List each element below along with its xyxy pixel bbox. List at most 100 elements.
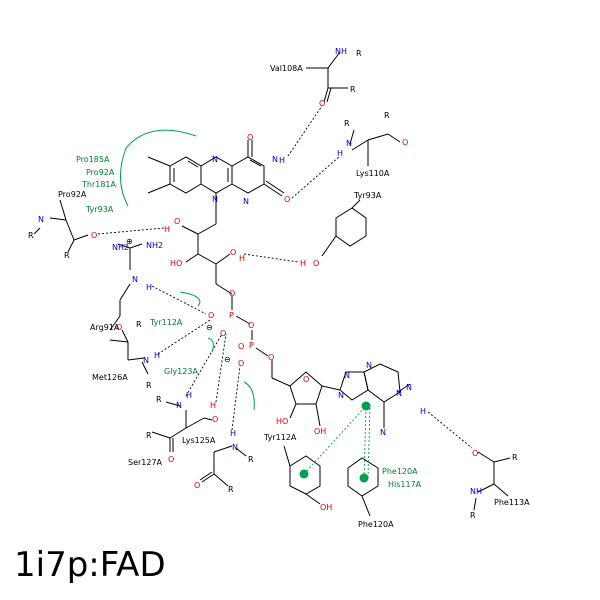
atom-o4: O xyxy=(247,133,253,142)
hydrophobic-label-phe120: Phe120A xyxy=(382,467,418,476)
atom-h-o4-ribityl: H xyxy=(239,254,245,263)
atom-o5-ribityl: O xyxy=(229,289,235,298)
residue-tyr112: Tyr112A OH xyxy=(263,433,332,512)
met126-r1: R xyxy=(136,320,142,329)
atom-o-p1a: O xyxy=(208,311,214,320)
atom-n5: N xyxy=(212,155,218,164)
hydrophobic-label-pro92: Pro92A xyxy=(86,168,115,177)
atom-ho2-ribose: HO xyxy=(276,417,288,426)
atom-h-o2-ribityl: H xyxy=(164,225,170,234)
atom-o-bridge: O xyxy=(248,321,254,330)
tyr93-h: H xyxy=(300,259,306,268)
residue-label-ser127: Ser127A xyxy=(128,458,163,467)
residue-label-tyr93: Tyr93A xyxy=(353,191,382,200)
atom-n6: N xyxy=(396,389,402,398)
atom-o-p1b: O xyxy=(220,329,226,338)
lys125-h: H xyxy=(186,391,192,400)
hydrophobic-arc-phosphate xyxy=(243,381,255,411)
residue-arg91: NH2 NH2 ⊕ N H Arg91A xyxy=(90,237,163,332)
atom-h-nh2-adenine: H xyxy=(420,407,426,416)
lys110-o: O xyxy=(402,138,408,147)
atom-charge-p1: ⊖ xyxy=(206,323,213,332)
ser127-r1: R xyxy=(248,455,254,464)
pi-centroid-phe120 xyxy=(359,473,369,483)
met126-r2: R xyxy=(146,381,152,390)
pro92-n: N xyxy=(38,215,44,224)
pro92-r2: R xyxy=(64,251,70,260)
phe113-o: O xyxy=(472,449,478,458)
ser127-o: O xyxy=(194,481,200,490)
met126-n: N xyxy=(143,356,149,365)
pi-contacts xyxy=(299,401,371,483)
hydrophobic-label-tyr93: Tyr93A xyxy=(85,205,114,214)
hydrophobic-arc-gly123 xyxy=(207,337,214,353)
lys125-r2: R xyxy=(146,431,152,440)
residue-lys110: R R O N H Lys110A xyxy=(337,111,408,178)
tyr112-oh: OH xyxy=(320,503,332,512)
arg91-n: N xyxy=(132,275,138,284)
atom-p2: P xyxy=(249,341,254,350)
ligand-atom-labels: N N N N H O O O H HO O H O P O ⊖ O O P O… xyxy=(164,133,426,437)
fad-ligand xyxy=(147,140,411,428)
lys125-n: N xyxy=(176,401,182,410)
ser127-h: H xyxy=(230,429,236,438)
lys125-o: O xyxy=(168,455,174,464)
residue-label-pro92: Pro92A xyxy=(58,190,87,199)
residue-phe113: O R NH R Phe113A xyxy=(470,449,530,520)
hydrogen-bonds xyxy=(97,105,473,449)
met126-o: O xyxy=(116,323,122,332)
atom-o5-ribose: O xyxy=(268,353,274,362)
pi-centroid-tyr112 xyxy=(299,469,309,479)
atom-charge-p2: ⊖ xyxy=(224,355,231,364)
atom-o-p2a: O xyxy=(238,342,244,351)
atom-o-p2b: O xyxy=(238,359,244,368)
atom-n3-adenine: N xyxy=(380,428,386,437)
atom-o4-ribose: O xyxy=(303,375,309,384)
residue-label-arg91: Arg91A xyxy=(90,323,120,332)
residue-tyr93: Tyr93A H O xyxy=(300,191,382,268)
atom-n3: N xyxy=(272,155,278,164)
phe113-nh: NH xyxy=(470,487,482,496)
phe113-r2: R xyxy=(470,511,476,520)
ser127-n: N xyxy=(232,443,238,452)
hydrophobic-contacts: Pro185A Pro92A Thr181A Tyr93A Tyr112A Gl… xyxy=(76,129,422,489)
atom-nh2-adenine: N xyxy=(406,383,412,392)
pi-centroid-adenine xyxy=(361,401,371,411)
hydrophobic-label-thr181: Thr181A xyxy=(81,180,117,189)
arg91-nh2-left: NH2 xyxy=(112,243,129,252)
atom-n7: N xyxy=(344,371,350,380)
lys110-r2: R xyxy=(384,111,390,120)
ligand-caption: 1i7p:FAD xyxy=(14,545,166,585)
met126-h: H xyxy=(154,351,160,360)
val108-r2: R xyxy=(350,85,356,94)
residue-met126: R O N H R Met126A xyxy=(92,320,160,390)
residue-pro92: Pro92A N R O R xyxy=(28,190,97,260)
atom-oh3-ribose: OH xyxy=(314,427,326,436)
atom-o2: O xyxy=(284,195,290,204)
hydrophobic-label-pro185: Pro185A xyxy=(76,155,110,164)
atom-n1: N xyxy=(243,197,249,206)
tyr93-o: O xyxy=(313,259,319,268)
atom-ho3-ribityl: HO xyxy=(170,259,182,268)
arg91-nh2-right: NH2 xyxy=(146,241,163,250)
residue-label-met126: Met126A xyxy=(92,373,128,382)
val108-nh: NH xyxy=(335,47,347,56)
lys125-o-side: O xyxy=(212,415,218,424)
residue-lys125: R N H O H R O Lys125A Ser127A xyxy=(128,391,218,467)
atom-n9: N xyxy=(338,391,344,400)
pro92-r1: R xyxy=(28,231,34,240)
val108-o: O xyxy=(319,99,325,108)
residue-label-lys125: Lys125A xyxy=(182,436,216,445)
residue-label-val108: Val108A xyxy=(270,64,303,73)
hydrophobic-label-gly123: Gly123A xyxy=(164,367,198,376)
residue-val108: Val108A NH R R O xyxy=(270,47,362,108)
atom-n10: N xyxy=(212,195,218,204)
atom-h3: H xyxy=(279,156,285,165)
hydrophobic-label-his117: His117A xyxy=(388,480,422,489)
hydrophobic-label-tyr112: Tyr112A xyxy=(149,318,183,327)
atom-o2-ribityl: O xyxy=(174,217,180,226)
hydrophobic-arc-flavin xyxy=(120,129,197,207)
val108-r1: R xyxy=(356,49,362,58)
ser127-r2: R xyxy=(228,485,234,494)
